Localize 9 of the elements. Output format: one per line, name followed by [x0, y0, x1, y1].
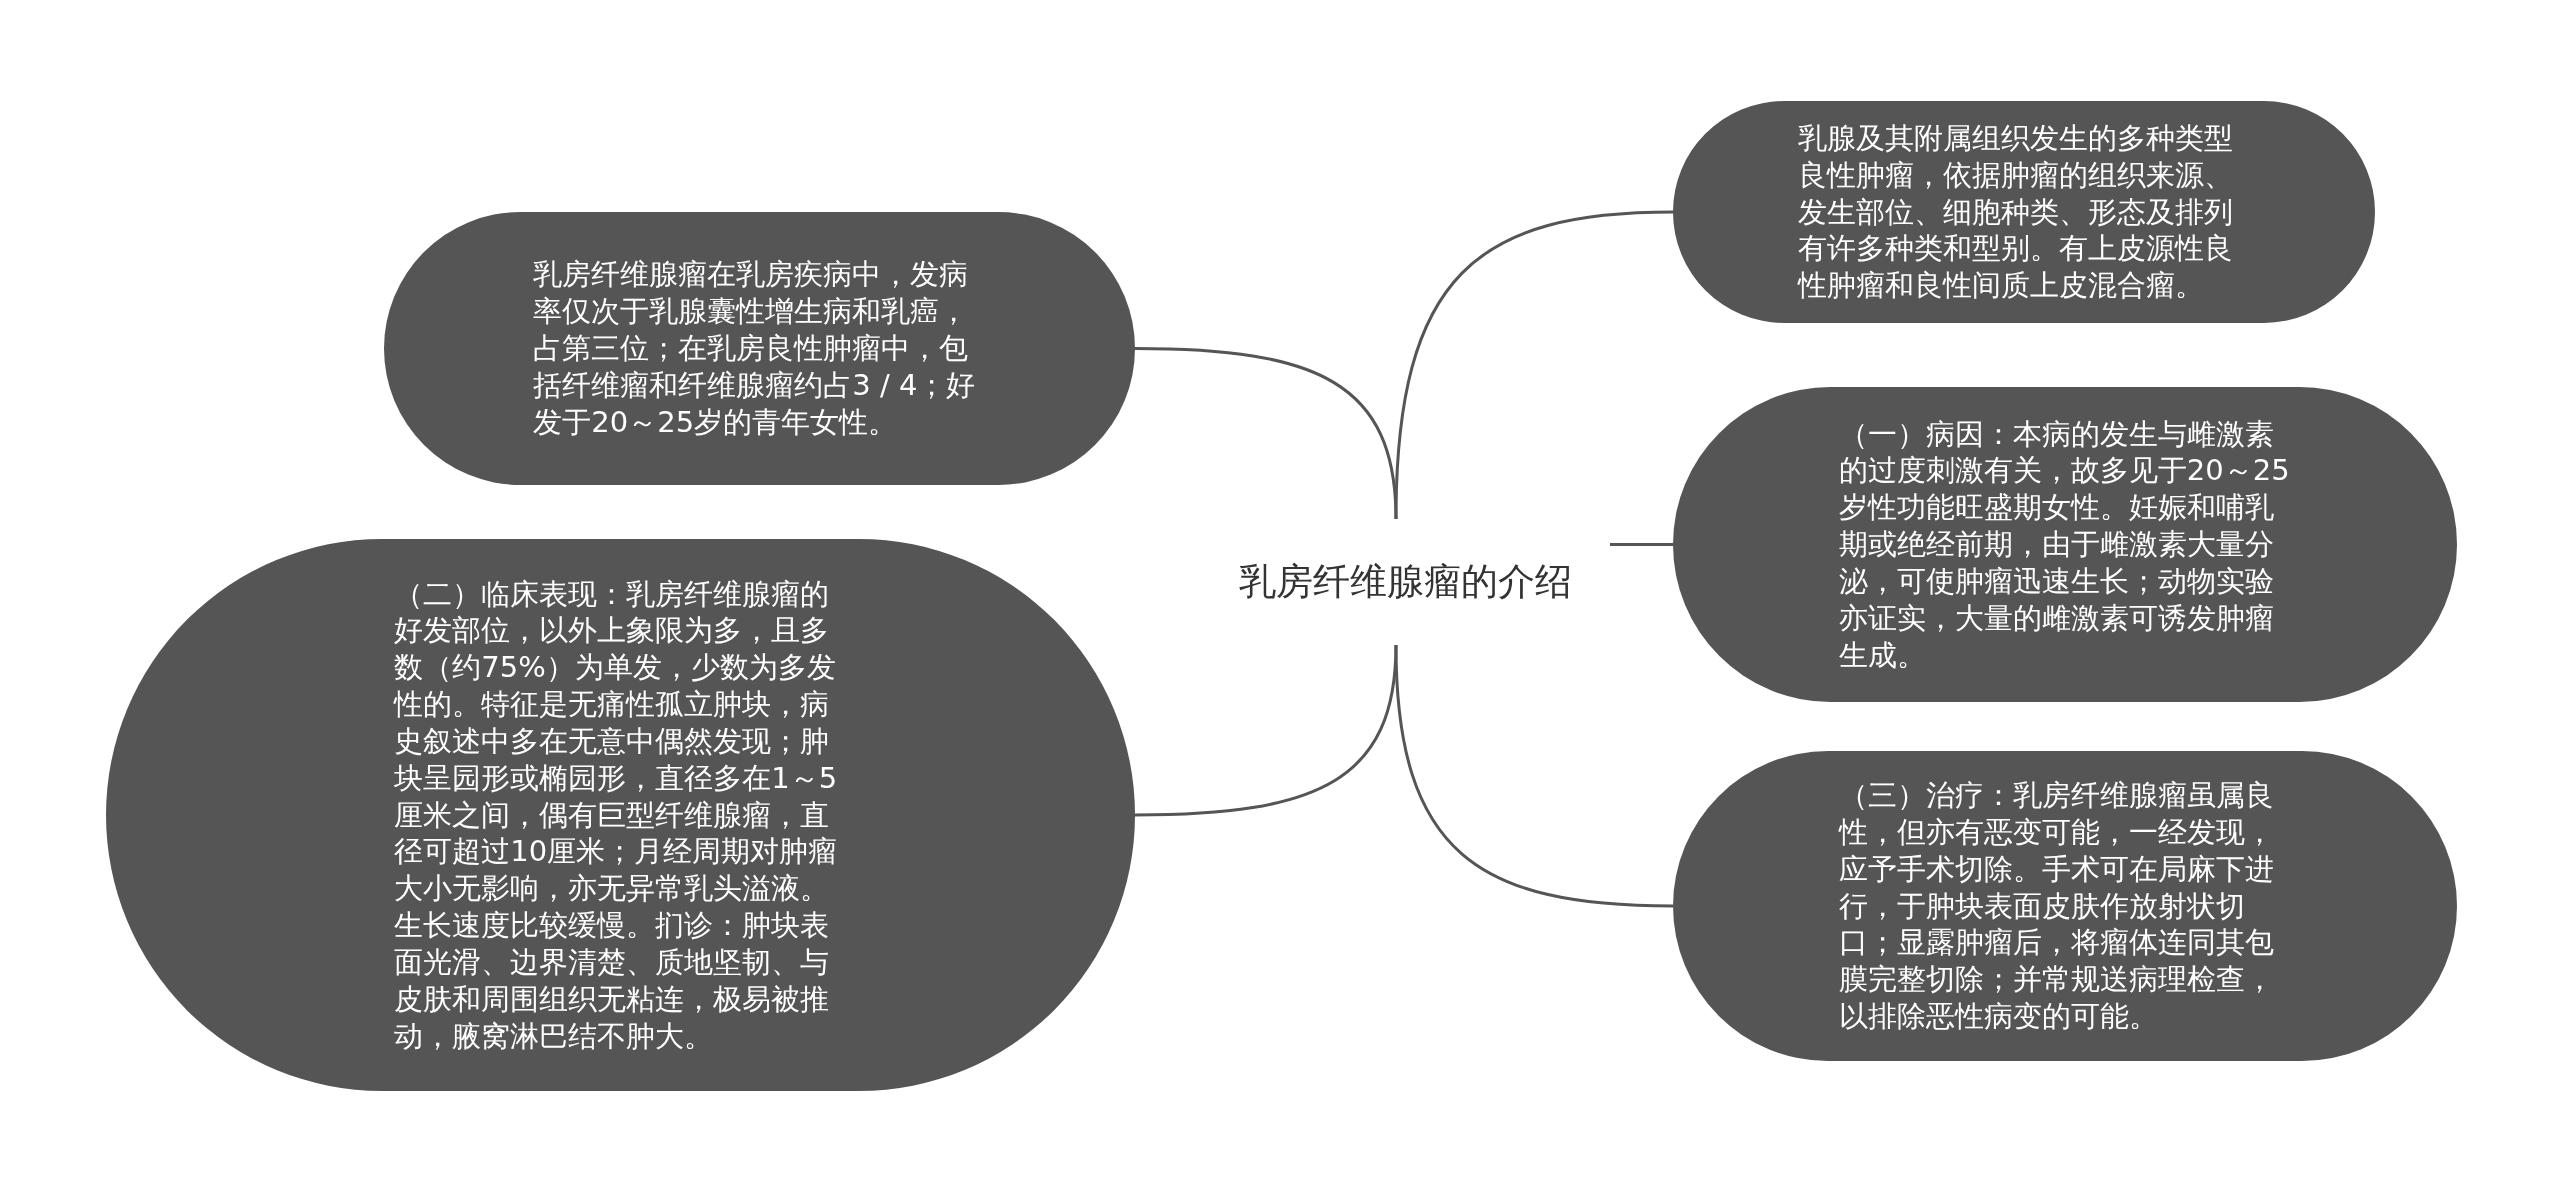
topic-text: 乳腺及其附属组织发生的多种类型良性肿瘤，依据肿瘤的组织来源、发生部位、细胞种类、形态及排列有许多种类和型别。有上皮源性良性肿瘤和良性间质上皮混合瘤。 — [1797, 119, 2234, 305]
topic-text: 乳房纤维腺瘤在乳房疾病中，发病率仅次于乳腺囊性增生病和乳癌，占第三位；在乳房良性肿瘤中，包括纤维瘤和纤维腺瘤约占3 / 4；好发于20～25岁的青年女性。 — [533, 256, 977, 441]
topic-text: （二）临床表现：乳房纤维腺瘤的好发部位，以外上象限为多，且多数（约75%）为单发，少数为多发性的。特征是无痛性孤立肿块，病史叙述中多在无意中偶然发现；肿块呈园形或椭园形，直径多在1～5厘米之间，偶有巨型纤维腺瘤，直径可超过10厘米；月经周期对肿瘤大小无影响，亦无异常乳头溢液。生长速度比较缓慢。扪诊：肿块表面光滑、边界清楚、质地坚韧、与皮肤和周围组织无粘连，极易被推动，腋窝淋巴结不肿大。 — [394, 575, 839, 1055]
connector-line — [1610, 543, 1673, 546]
topic-text: （三）治疗：乳房纤维腺瘤虽属良性，但亦有恶变可能，一经发现，应予手术切除。手术可在局麻下进行，于肿块表面皮肤作放射状切口；显露肿瘤后，将瘤体连同其包膜完整切除；并常规送病理检查，以排除恶性病变的可能。 — [1838, 777, 2275, 1035]
central-topic: 乳房纤维腺瘤的介绍 — [1200, 519, 1610, 645]
connector-line — [1394, 210, 1674, 520]
connector-line — [1394, 644, 1674, 908]
topic-text: （一）病因：本病的发生与雌激素的过度刺激有关，故多见于20～25岁性功能旺盛期女性。妊娠和哺乳期或绝经前期，由于雌激素大量分泌，可使肿瘤迅速生长；动物实验亦证实，大量的雌激素可诱发肿瘤生成。 — [1838, 415, 2291, 674]
